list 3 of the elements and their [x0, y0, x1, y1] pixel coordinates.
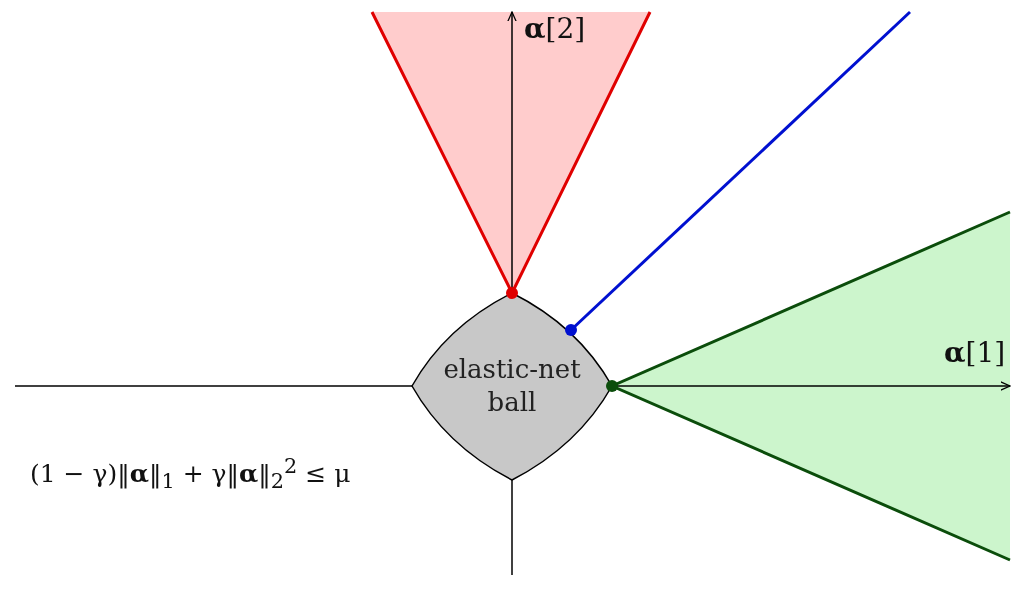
axis-label: α[2]: [524, 14, 586, 45]
axis-label: α[1]: [944, 338, 1006, 369]
node-label: elastic-net ball: [442, 353, 582, 418]
